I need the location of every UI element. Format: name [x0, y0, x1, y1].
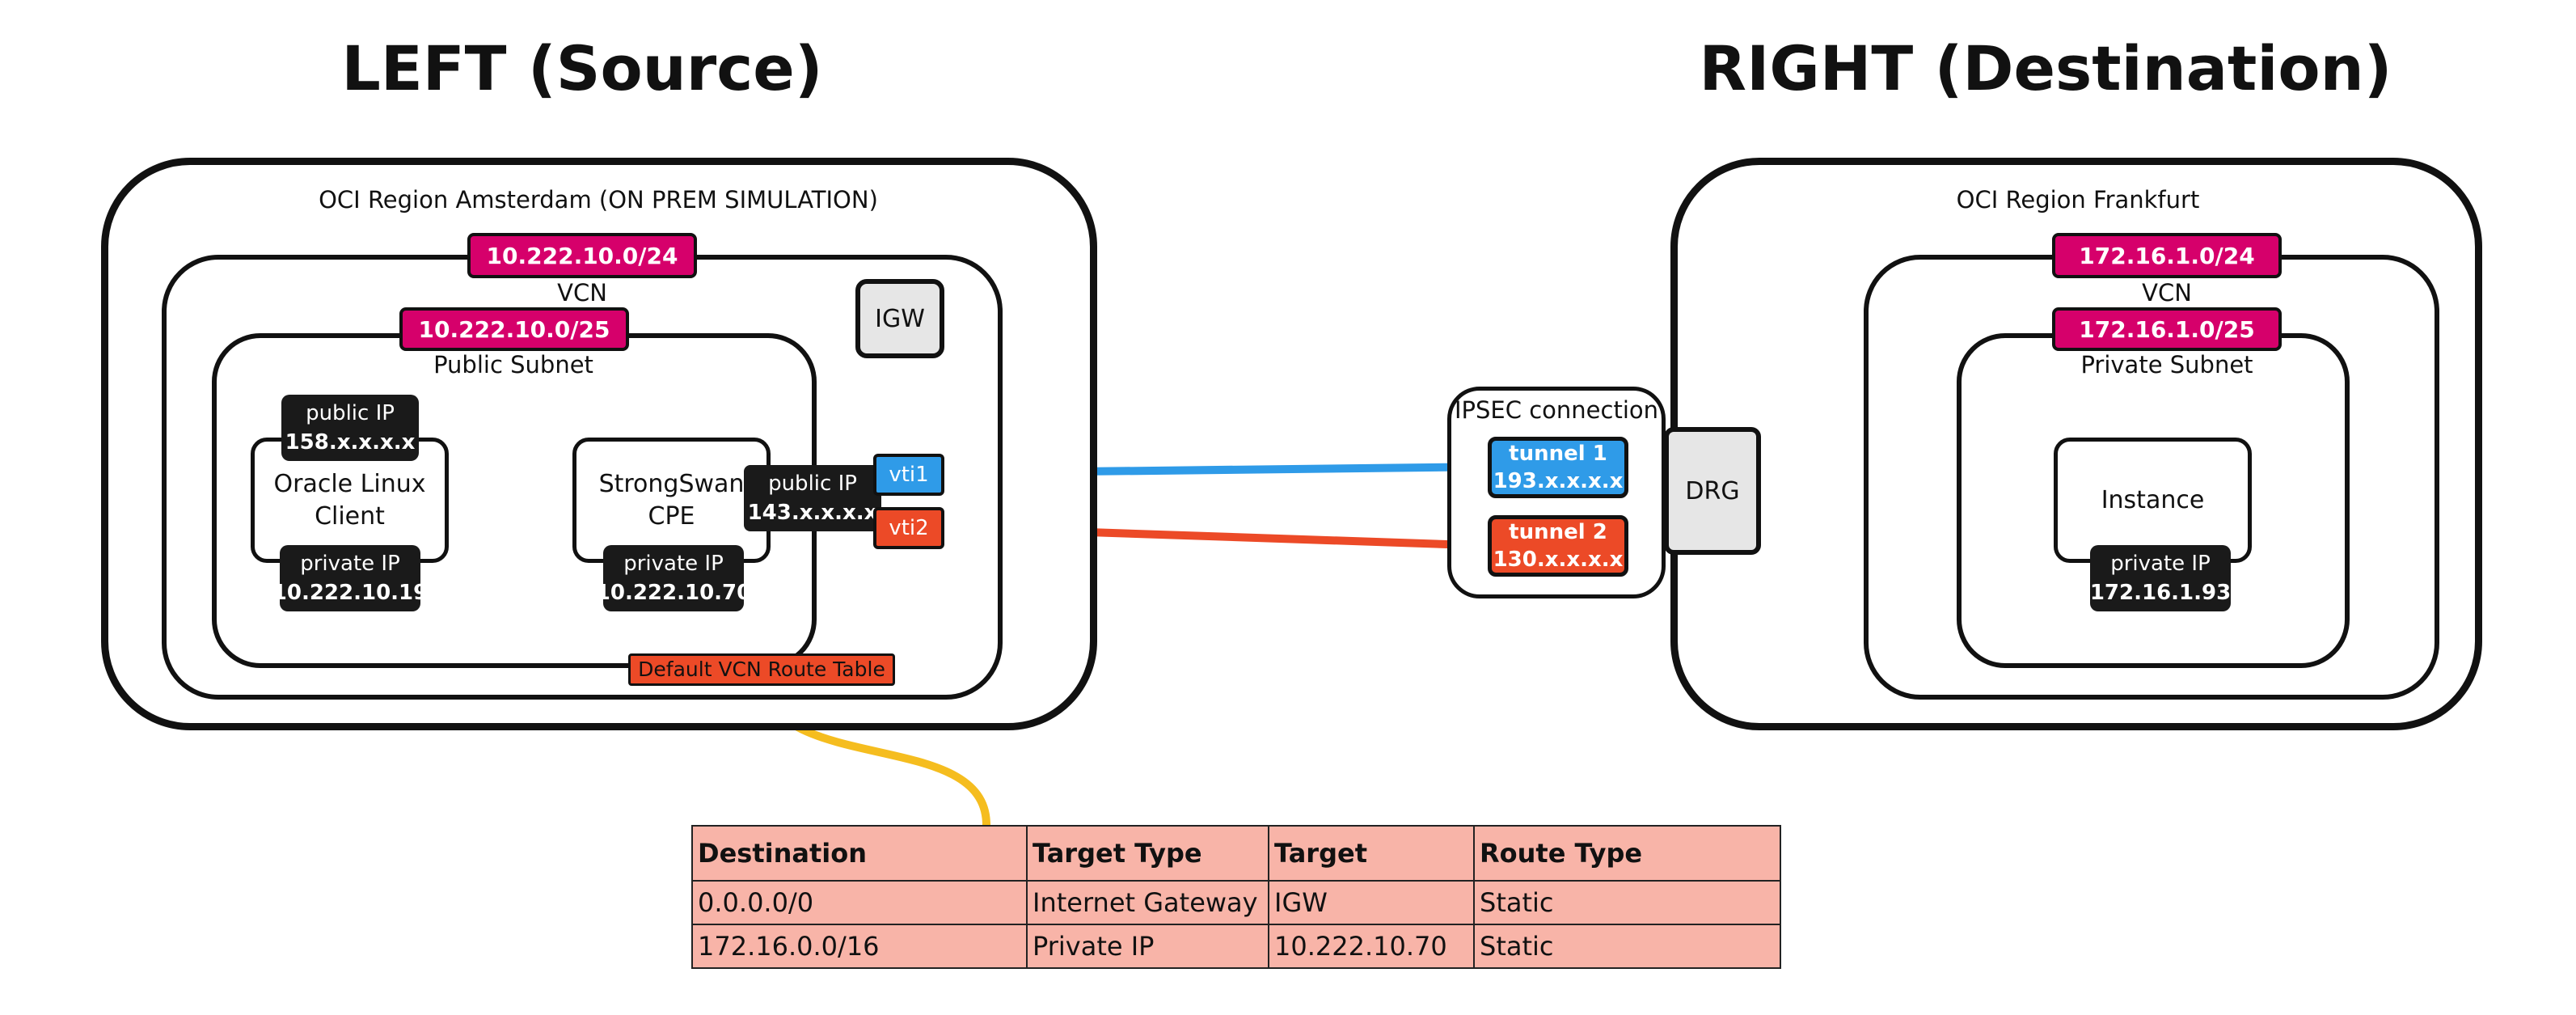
- client-private-ip-label: private IP: [300, 552, 400, 576]
- cell-target-type: Private IP: [1026, 924, 1269, 969]
- cell-target-type: Internet Gateway: [1026, 880, 1269, 925]
- tunnel2-name: tunnel 2: [1509, 520, 1607, 544]
- left-title: LEFT (Source): [341, 32, 823, 104]
- right-instance: Instance: [2054, 438, 2252, 563]
- igw-icon: IGW: [855, 279, 944, 358]
- client-private-ip: private IP 10.222.10.19: [272, 545, 428, 611]
- cpe-private-ip: private IP 10.222.10.70: [596, 545, 751, 611]
- table-row: 172.16.0.0/16 Private IP 10.222.10.70 St…: [691, 924, 1781, 969]
- left-vcn-cidr: 10.222.10.0/24: [467, 233, 697, 278]
- client-private-ip-value: 10.222.10.19: [272, 581, 429, 605]
- client-public-ip-label: public IP: [306, 401, 395, 425]
- instance-private-ip-value: 172.16.1.93: [2089, 581, 2232, 605]
- tunnel1-name: tunnel 1: [1509, 442, 1607, 466]
- cpe-name-line1: StrongSwan: [598, 469, 745, 498]
- ipsec-connection-label: IPSEC connection: [1454, 396, 1659, 424]
- cpe-private-ip-label: private IP: [623, 552, 724, 576]
- left-vcn-label: VCN: [557, 279, 607, 307]
- right-subnet-cidr: 172.16.1.0/25: [2052, 307, 2282, 351]
- instance-private-ip: private IP 172.16.1.93: [2090, 545, 2231, 611]
- cpe-public-ip-value: 143.x.x.x.x: [747, 501, 878, 525]
- left-subnet-label: Public Subnet: [433, 351, 593, 379]
- right-title: RIGHT (Destination): [1699, 32, 2392, 104]
- table-row: 0.0.0.0/0 Internet Gateway IGW Static: [691, 880, 1781, 925]
- cpe-private-ip-value: 10.222.10.70: [595, 581, 752, 605]
- route-table-tag: Default VCN Route Table: [628, 653, 895, 686]
- header-route-type: Route Type: [1473, 825, 1781, 882]
- left-subnet-cidr: 10.222.10.0/25: [399, 307, 629, 351]
- tunnel2-ip: 130.x.x.x.x: [1493, 548, 1624, 572]
- header-destination: Destination: [691, 825, 1028, 882]
- tunnel1: tunnel 1 193.x.x.x.x: [1488, 437, 1628, 498]
- instance-private-ip-label: private IP: [2110, 552, 2211, 576]
- client-name-line2: Client: [315, 501, 385, 531]
- strongswan-cpe: StrongSwan CPE: [572, 438, 771, 563]
- vti1-interface: vti1: [873, 454, 944, 496]
- right-vcn-cidr: 172.16.1.0/24: [2052, 233, 2282, 278]
- right-region-label: OCI Region Frankfurt: [1956, 186, 2200, 214]
- route-table-header: Destination Target Type Target Route Typ…: [691, 825, 1781, 882]
- right-vcn-label: VCN: [2142, 279, 2192, 307]
- route-table: Destination Target Type Target Route Typ…: [691, 825, 1781, 969]
- cell-destination: 172.16.0.0/16: [691, 924, 1028, 969]
- header-target-type: Target Type: [1026, 825, 1269, 882]
- header-target: Target: [1268, 825, 1475, 882]
- cell-target: 10.222.10.70: [1268, 924, 1475, 969]
- cpe-name-line2: CPE: [648, 501, 695, 531]
- cpe-public-ip-label: public IP: [768, 472, 857, 496]
- cpe-public-ip: public IP 143.x.x.x.x: [744, 465, 881, 531]
- vti2-interface: vti2: [873, 507, 944, 549]
- drg-icon: DRG: [1664, 427, 1761, 555]
- cell-route-type: Static: [1473, 924, 1781, 969]
- left-region-label: OCI Region Amsterdam (ON PREM SIMULATION…: [319, 186, 878, 214]
- client-public-ip-value: 158.x.x.x.x: [285, 430, 416, 455]
- tunnel2: tunnel 2 130.x.x.x.x: [1488, 515, 1628, 577]
- tunnel1-ip: 193.x.x.x.x: [1493, 469, 1624, 493]
- cell-route-type: Static: [1473, 880, 1781, 925]
- cell-target: IGW: [1268, 880, 1475, 925]
- client-name-line1: Oracle Linux: [273, 469, 426, 498]
- right-subnet-label: Private Subnet: [2080, 351, 2253, 379]
- client-public-ip: public IP 158.x.x.x.x: [281, 395, 419, 461]
- cell-destination: 0.0.0.0/0: [691, 880, 1028, 925]
